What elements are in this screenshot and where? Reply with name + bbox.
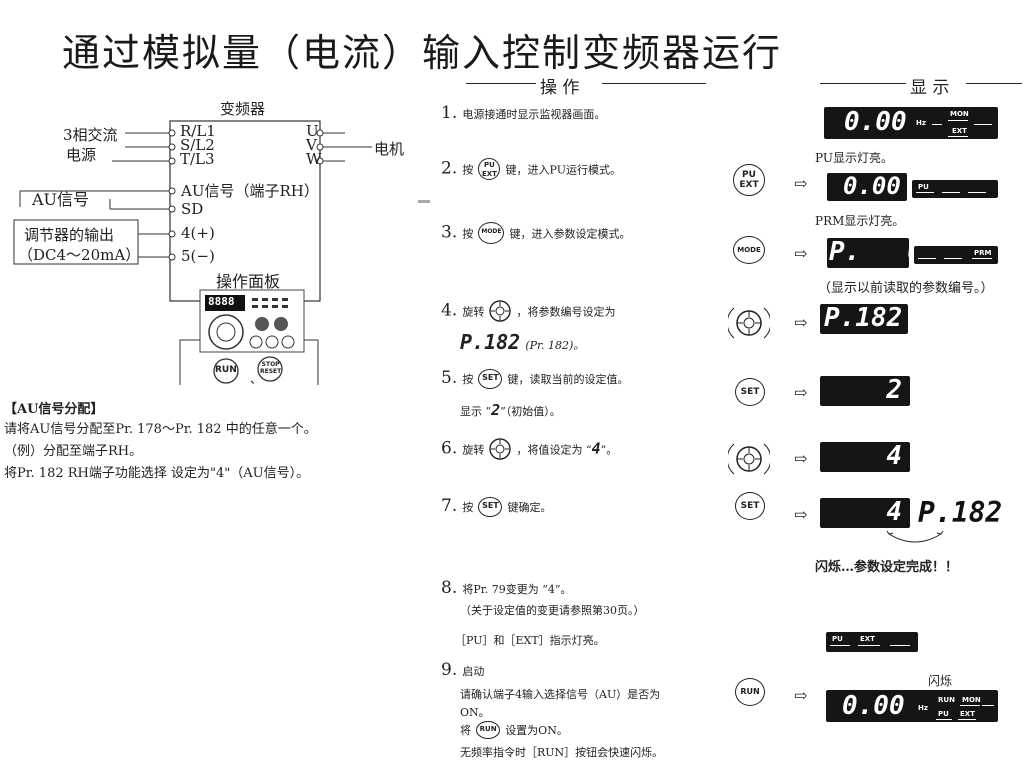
diagram-separator: 、: [250, 372, 263, 386]
display-param-mode: P. 0: [827, 237, 923, 268]
mode-key[interactable]: MODE: [733, 236, 765, 264]
arrow-right-icon: ⇨: [794, 449, 808, 468]
run-key-inline[interactable]: RUN: [476, 720, 501, 739]
pu-note: PU显示灯亮。: [815, 151, 893, 165]
set-key-inline[interactable]: SET: [478, 496, 503, 517]
arrow-right-icon: ⇨: [794, 686, 808, 705]
terminal-u: U: [306, 122, 319, 140]
step-4: 4. 旋转 ，将参数编号设定为: [441, 300, 616, 322]
dial-icon[interactable]: [489, 300, 512, 322]
regulator-line1: 调节器的输出: [24, 226, 115, 244]
step-8-sub: （关于设定值的变更请参照第30页。）: [460, 604, 645, 617]
display-header-line-left: [820, 83, 906, 84]
step-3: 3. 按 MODE 键，进入参数设定模式。: [441, 222, 631, 244]
param-note: （显示以前读取的参数编号。）: [818, 281, 994, 296]
arrow-right-icon: ⇨: [794, 174, 808, 193]
dial-rotate-icon[interactable]: [728, 434, 770, 484]
step-7: 7. 按 SET 键确定。: [441, 496, 552, 517]
step-9-line1: 请确认端子4输入选择信号（AU）是否为: [460, 688, 661, 701]
motor-label: 电机: [374, 140, 405, 158]
display-prm-indicator: PRM: [914, 246, 998, 264]
step-5: 5. 按 SET 键，读取当前的设定值。: [441, 368, 629, 389]
operation-header-line-left: [466, 83, 536, 84]
power-label-2: 电源: [66, 146, 97, 164]
terminal-r: R/L1: [180, 122, 216, 140]
arrow-right-icon: ⇨: [794, 505, 808, 524]
diagram-stop-key: STOP RESET: [260, 361, 282, 375]
terminal-t: T/L3: [180, 150, 215, 168]
wiring-diagram: [13, 120, 372, 385]
page-title: 通过模拟量（电流）输入控制变频器运行: [62, 31, 783, 75]
display-header-line-right: [966, 83, 1022, 84]
dial-icon[interactable]: [489, 438, 512, 460]
sd-terminal-label: SD: [181, 200, 204, 218]
step-2: 2. 按 PU EXT 键，进入PU运行模式。: [441, 158, 621, 180]
done-note: 闪烁…参数设定完成！！: [815, 560, 959, 575]
divider-mark: [418, 200, 430, 203]
set-key-inline[interactable]: SET: [478, 368, 503, 389]
display-pu-ext-indicator: PU EXT: [826, 632, 918, 652]
set-key[interactable]: SET: [735, 378, 765, 406]
display-param-182: P.182: [820, 303, 908, 334]
panel-label: 操作面板: [216, 272, 281, 291]
terminal-s: S/L2: [180, 136, 215, 154]
arrow-right-icon: ⇨: [794, 244, 808, 263]
au-assign-heading: 【AU信号分配】: [4, 402, 104, 417]
prm-note: PRM显示灯亮。: [815, 214, 905, 228]
step-9-line3: 将 RUN 设置为ON。: [460, 719, 568, 739]
regulator-line2: （DC4～20mA）: [18, 246, 141, 264]
au-assign-line1: 请将AU信号分配至Pr. 178～Pr. 182 中的任意一个。: [4, 422, 317, 437]
power-label-1: 3相交流: [63, 126, 118, 144]
set-key[interactable]: SET: [735, 492, 765, 520]
au-assign-line2: （例）分配至端子RH。: [4, 444, 143, 459]
step-9: 9. 启动: [441, 660, 485, 680]
diagram-run-key: RUN: [215, 365, 237, 375]
dial-rotate-icon[interactable]: [728, 298, 770, 348]
step-1: 1. 电源接通时显示监视器画面。: [441, 103, 606, 123]
arrow-right-icon: ⇨: [794, 383, 808, 402]
pu-ext-key-inline[interactable]: PU EXT: [478, 158, 501, 180]
step-5-sub: 显示 “2”（初始值）。: [460, 401, 561, 419]
terminal-4: 4(+): [181, 224, 215, 242]
terminal-v: V: [306, 136, 317, 154]
au-signal-label: AU信号: [32, 190, 90, 209]
display-value-2: 2: [820, 375, 910, 406]
mode-key-inline[interactable]: MODE: [478, 222, 505, 244]
display-header: 显 示: [910, 78, 950, 98]
step-8: 8. 将Pr. 79变更为 “4”。: [441, 578, 572, 598]
display-confirm-param: P.182: [918, 496, 1003, 529]
step-4-sub: P.182 (Pr. 182)。: [460, 330, 585, 354]
terminal-5: 5(−): [181, 247, 215, 265]
display-pu-mode: 0.00: [827, 172, 907, 201]
run-key[interactable]: RUN: [735, 678, 765, 706]
arrow-right-icon: ⇨: [794, 313, 808, 332]
step-6: 6. 旋转 ，将值设定为 “4”。: [441, 438, 618, 460]
terminal-w: W: [306, 150, 322, 168]
panel-digits: 8888: [208, 295, 235, 308]
step-9-line4: 无频率指令时［RUN］按钮会快速闪烁。: [460, 746, 664, 759]
display-pu-indicator: PU: [912, 180, 998, 198]
step-8-sub2: ［PU］和［EXT］指示灯亮。: [455, 634, 605, 647]
display-value-4: 4: [820, 441, 910, 472]
au-terminal-label: AU信号（端子RH）: [181, 182, 319, 200]
alternate-arrow-icon: [886, 530, 944, 543]
blink-label: 闪烁: [928, 674, 953, 688]
display-run-monitor: 0.00 Hz RUN MON PU EXT: [826, 690, 998, 722]
au-assign-line3: 将Pr. 182 RH端子功能选择 设定为"4"（AU信号）。: [4, 466, 310, 481]
display-monitor: 0.00 Hz MON EXT: [824, 107, 998, 139]
operation-header: 操 作: [540, 78, 580, 98]
operation-header-line-right: [602, 83, 706, 84]
step-9-line2: ON。: [460, 706, 490, 719]
inverter-label: 变频器: [220, 100, 266, 118]
pu-ext-key[interactable]: PU EXT: [733, 164, 765, 196]
display-confirm-value: 4: [820, 497, 910, 528]
